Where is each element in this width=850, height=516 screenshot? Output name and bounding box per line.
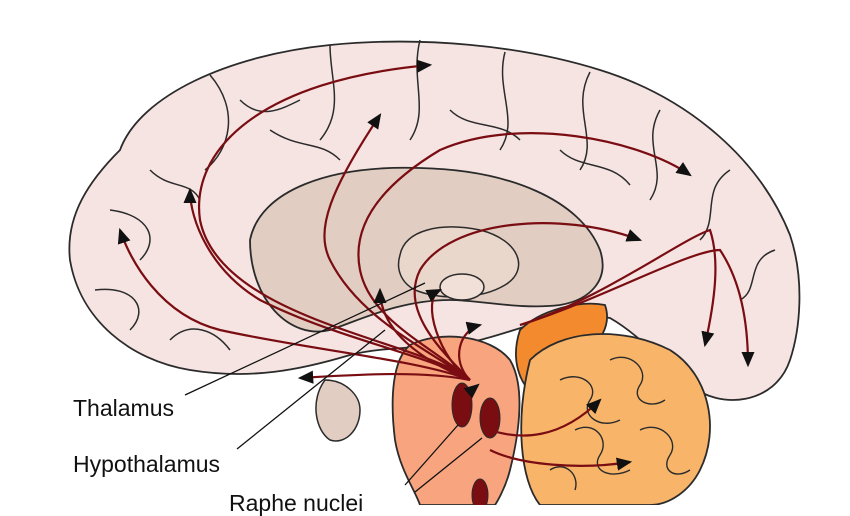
- cerebellum: [520, 333, 711, 505]
- raphe-leader-1: [404, 424, 459, 486]
- hypothalamus-leader: [236, 329, 386, 450]
- cortical-folds: [94, 39, 776, 351]
- pituitary: [315, 379, 361, 442]
- thalamus-label: Thalamus: [73, 395, 174, 421]
- thalamus-oval: [439, 273, 485, 301]
- raphe-leader-2: [414, 437, 483, 493]
- thalamus-region: [397, 226, 520, 298]
- thalamus-leader: [184, 282, 426, 396]
- leader-lines: [184, 282, 483, 493]
- brain-sagittal-diagram: [68, 39, 801, 505]
- raphe-nuclei-label: Raphe nuclei: [229, 490, 364, 516]
- hypothalamus-label: Hypothalamus: [73, 451, 221, 477]
